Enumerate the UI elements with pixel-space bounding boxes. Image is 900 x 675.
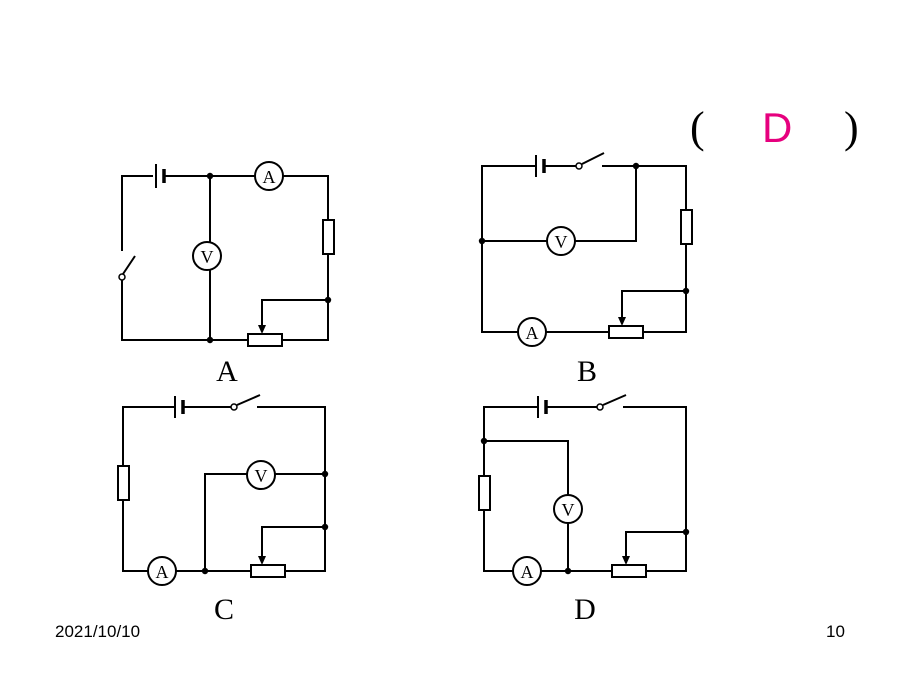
rheostat-b	[608, 287, 690, 339]
circuit-b-caption: B	[577, 355, 597, 388]
circuit-a-caption: A	[216, 355, 238, 388]
voltmeter-d-label: V	[562, 500, 575, 520]
answer-box: ( D )	[690, 98, 870, 158]
ammeter-d-label: A	[521, 562, 534, 582]
circuit-a: V A A	[118, 161, 335, 388]
rheostat-d	[611, 528, 690, 578]
battery-d	[537, 396, 548, 418]
answer-close-paren: )	[844, 103, 859, 152]
ammeter-b: A	[517, 317, 547, 347]
answer-open-paren: (	[690, 103, 705, 152]
ammeter-c: A	[147, 556, 177, 586]
resistor-a	[322, 219, 335, 255]
resistor-d	[478, 475, 491, 511]
voltmeter-b: V	[546, 226, 576, 256]
ammeter-b-label: A	[526, 323, 539, 343]
voltmeter-d: V	[553, 494, 583, 524]
battery-b	[535, 155, 546, 177]
footer-page-number: 10	[826, 622, 845, 641]
rheostat-a	[247, 296, 332, 347]
circuit-c: V A C	[117, 394, 329, 626]
ammeter-d: A	[512, 556, 542, 586]
circuit-d: V A D	[478, 394, 690, 626]
voltmeter-a-label: V	[201, 247, 214, 267]
battery-c	[174, 396, 185, 418]
ammeter-a: A	[254, 161, 284, 191]
switch-a	[118, 252, 136, 281]
circuit-d-caption: D	[574, 593, 596, 626]
resistor-b	[680, 209, 693, 245]
switch-d	[596, 394, 627, 411]
voltmeter-c-label: V	[255, 466, 268, 486]
footer-date: 2021/10/10	[55, 622, 141, 641]
voltmeter-b-label: V	[555, 232, 568, 252]
resistor-c	[117, 465, 130, 501]
junction-a-top	[206, 172, 214, 180]
switch-b	[575, 152, 605, 170]
circuit-c-caption: C	[214, 593, 234, 626]
ammeter-a-label: A	[263, 167, 276, 187]
voltmeter-c: V	[246, 460, 276, 490]
circuit-b: V A B	[478, 152, 693, 388]
ammeter-c-label: A	[156, 562, 169, 582]
voltmeter-a: V	[192, 241, 222, 271]
rheostat-c	[250, 523, 329, 578]
switch-c	[230, 394, 261, 411]
battery-a	[153, 164, 166, 188]
junction-a-bottom	[206, 336, 214, 344]
answer-letter: D	[762, 104, 793, 151]
